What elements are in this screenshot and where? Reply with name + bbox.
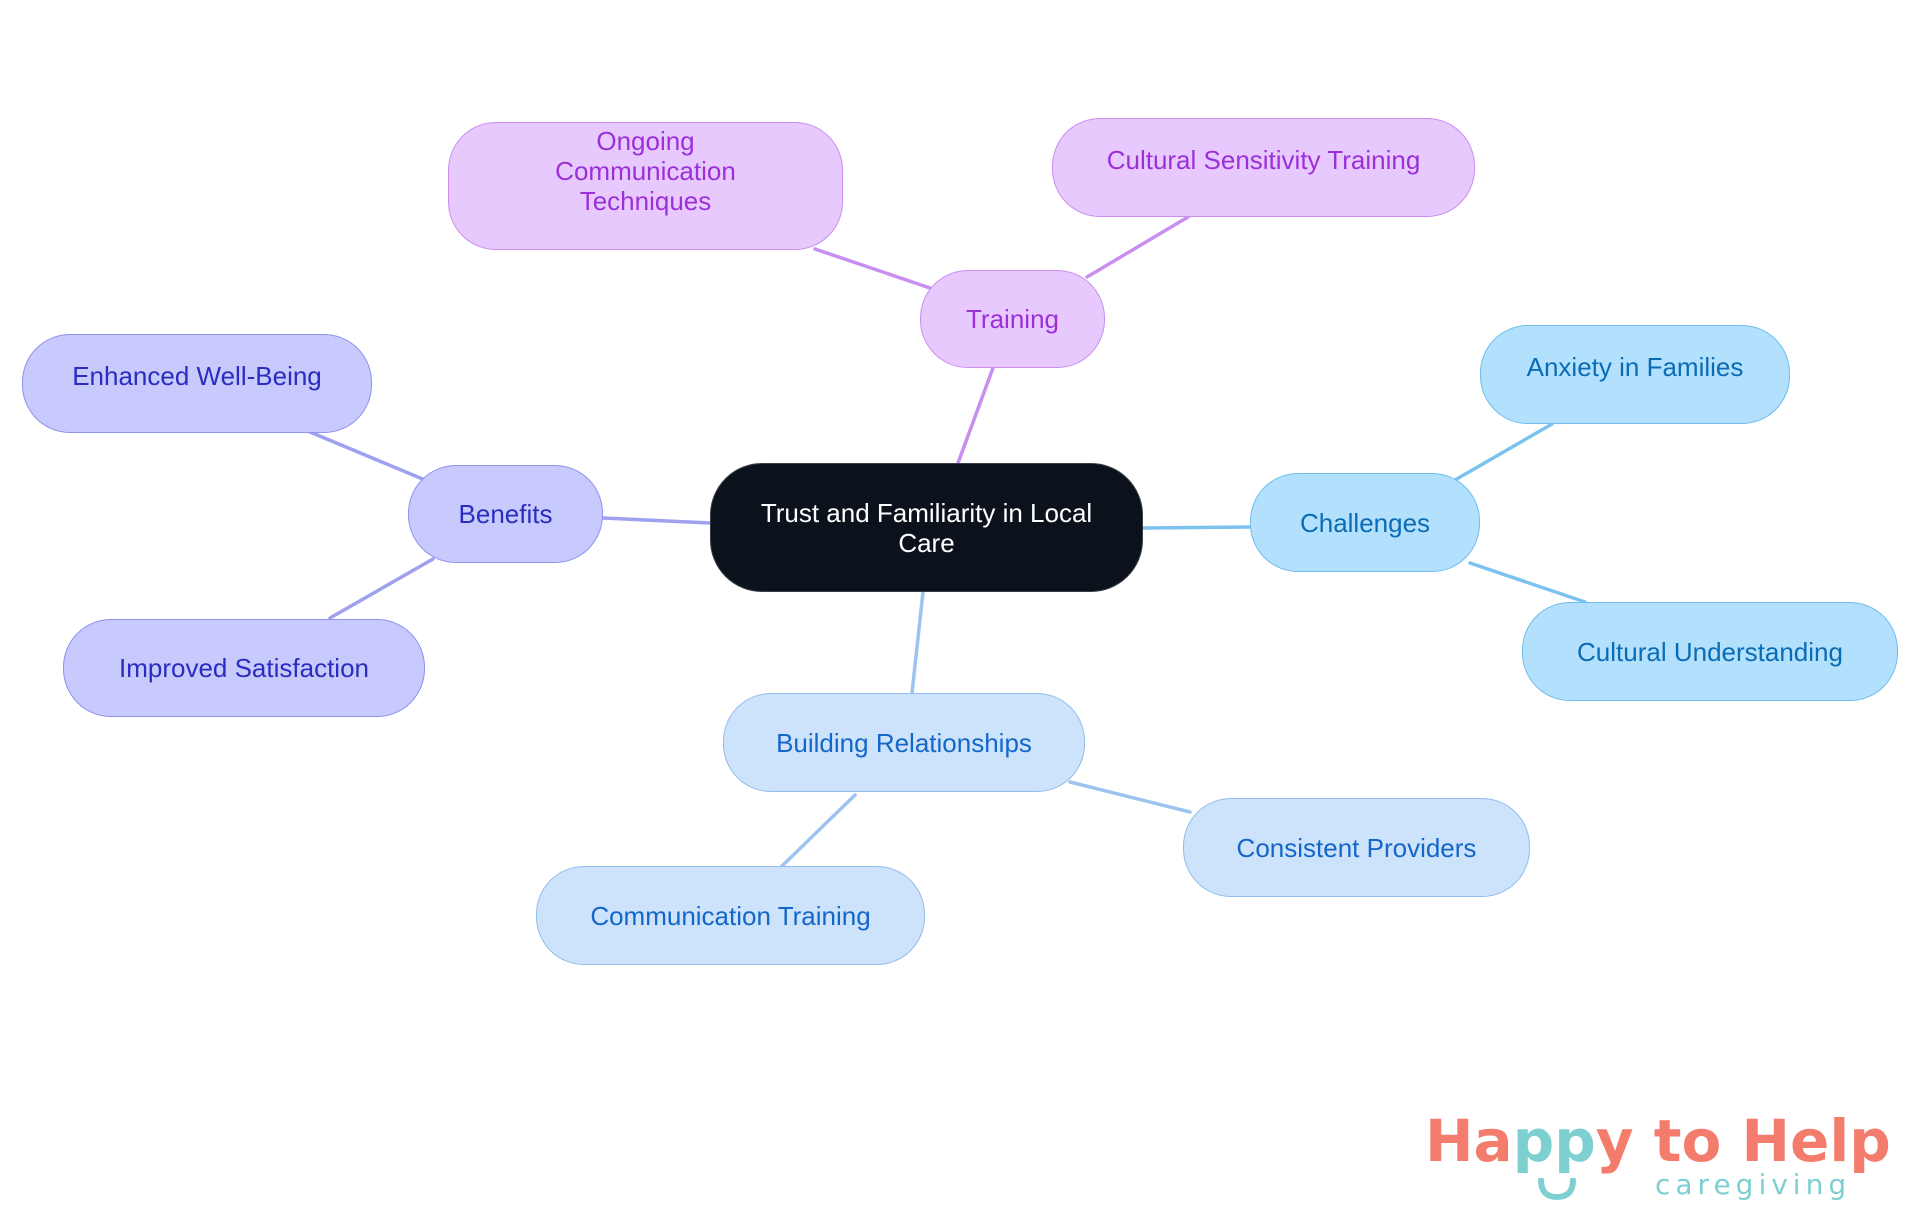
logo-text-part2: pp xyxy=(1512,1107,1596,1175)
edge-root-building xyxy=(910,590,925,695)
leaf-node-label: Enhanced Well-Being xyxy=(72,360,322,391)
leaf-node-label: Communication Training xyxy=(590,900,871,931)
leaf-node-communication-training[interactable]: Communication Training xyxy=(536,866,925,965)
leaf-node-consistent-providers[interactable]: Consistent Providers xyxy=(1183,798,1530,897)
logo-text-part3: y to Help xyxy=(1595,1107,1891,1175)
edge-benefits-improved xyxy=(328,557,435,620)
leaf-node-label: Ongoing Communication Techniques xyxy=(555,126,736,216)
leaf-node-label: Cultural Sensitivity Training xyxy=(1106,144,1421,175)
leaf-node-anxiety-in-families[interactable]: Anxiety in Families xyxy=(1480,325,1790,424)
edge-challenges-anxiety xyxy=(1453,422,1554,482)
leaf-node-enhanced-well-being[interactable]: Enhanced Well-Being xyxy=(22,334,372,433)
branch-node-label: Training xyxy=(966,304,1059,334)
leaf-node-label: Anxiety in Families xyxy=(1526,351,1744,382)
edge-training-ongoing xyxy=(813,247,932,290)
root-node[interactable]: Trust and Familiarity in Local Care xyxy=(710,463,1143,592)
leaf-node-ongoing-communication[interactable]: Ongoing Communication Techniques xyxy=(448,122,843,250)
leaf-node-label: Cultural Understanding xyxy=(1577,636,1843,667)
logo-text-part1: Ha xyxy=(1425,1107,1513,1175)
branch-node-label: Building Relationships xyxy=(776,727,1032,758)
branch-node-building-relationships[interactable]: Building Relationships xyxy=(723,693,1085,792)
branch-node-challenges[interactable]: Challenges xyxy=(1250,473,1480,572)
leaf-node-label: Consistent Providers xyxy=(1236,832,1477,863)
edge-benefits-enhanced xyxy=(308,430,427,482)
logo-tagline: caregiving xyxy=(1655,1168,1852,1201)
root-node-label: Trust and Familiarity in Local Care xyxy=(760,497,1093,558)
logo-wordmark: Happy to Help xyxy=(1425,1108,1891,1174)
edge-training-cultural-sensitivity xyxy=(1085,215,1190,279)
branch-node-training[interactable]: Training xyxy=(920,270,1105,368)
branch-node-label: Challenges xyxy=(1299,507,1431,538)
leaf-node-cultural-sensitivity-training[interactable]: Cultural Sensitivity Training xyxy=(1052,118,1475,217)
edge-challenges-cultural-understanding xyxy=(1468,561,1587,604)
edge-root-training xyxy=(956,366,995,465)
edge-building-consistent xyxy=(1068,780,1192,814)
brand-logo: Happy to Help caregiving xyxy=(1425,1108,1891,1203)
edge-root-benefits xyxy=(601,516,712,525)
leaf-node-label: Improved Satisfaction xyxy=(118,653,369,683)
branch-node-label: Benefits xyxy=(458,499,553,529)
edge-root-challenges xyxy=(1141,525,1252,530)
smile-icon xyxy=(1538,1178,1576,1200)
edge-building-communication xyxy=(780,793,857,868)
leaf-node-cultural-understanding[interactable]: Cultural Understanding xyxy=(1522,602,1898,701)
leaf-node-improved-satisfaction[interactable]: Improved Satisfaction xyxy=(63,619,425,717)
branch-node-benefits[interactable]: Benefits xyxy=(408,465,603,563)
